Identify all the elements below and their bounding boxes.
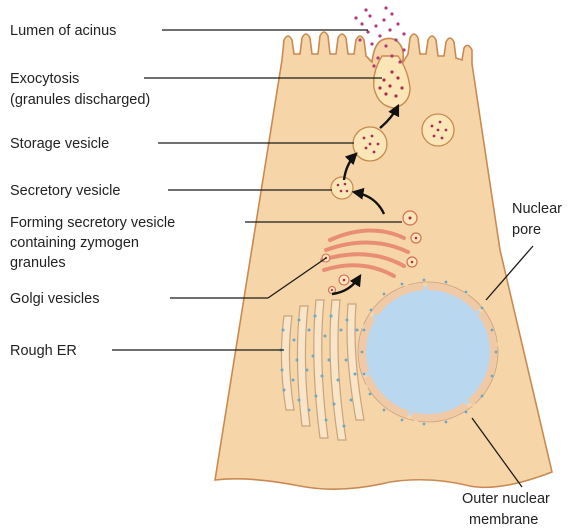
label-exocytosis: Exocytosis [10, 71, 79, 87]
nucleus [358, 282, 498, 422]
label-forming-vesicle-line1: Forming secretory vesicle [10, 215, 175, 231]
storage-vesicle-2 [422, 114, 454, 146]
label-secretory-vesicle: Secretory vesicle [10, 183, 120, 199]
secretory-vesicle [331, 177, 353, 199]
label-nuclear-pore-line1: Nuclear [512, 201, 562, 217]
label-nuclear-pore-line2: pore [512, 222, 541, 238]
label-exocytosis-detail: (granules discharged) [10, 92, 150, 108]
label-lumen-of-acinus: Lumen of acinus [10, 23, 116, 39]
label-golgi-vesicles: Golgi vesicles [10, 291, 99, 307]
label-forming-vesicle-line2: containing zymogen [10, 235, 139, 251]
storage-vesicle [353, 127, 387, 161]
label-rough-er: Rough ER [10, 343, 77, 359]
label-outer-nuclear-membrane-line2: membrane [469, 512, 538, 528]
label-storage-vesicle: Storage vesicle [10, 136, 109, 152]
label-forming-vesicle-line3: granules [10, 255, 66, 271]
label-outer-nuclear-membrane-line1: Outer nuclear [462, 491, 550, 507]
